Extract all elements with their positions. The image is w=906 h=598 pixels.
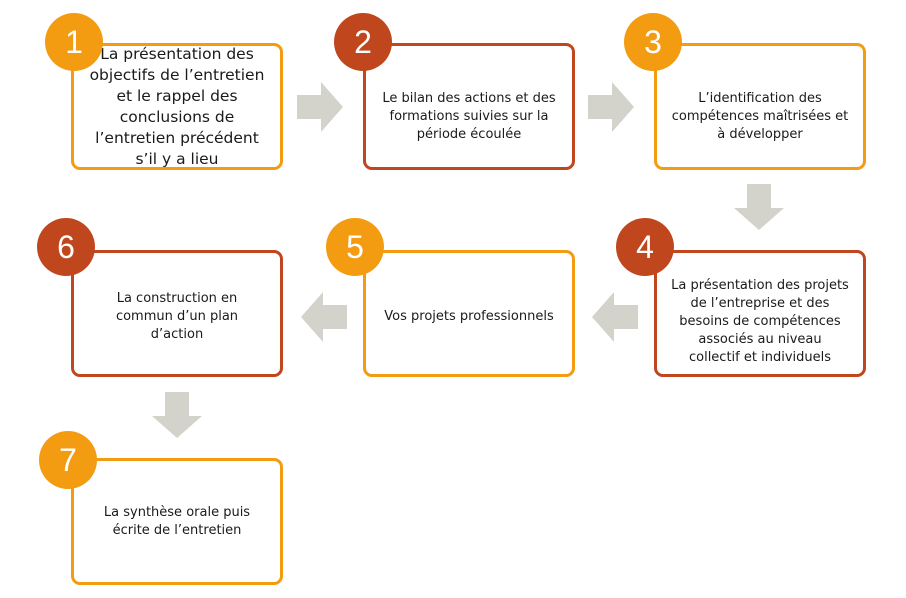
step-text-3: L’identification des compétences maîtris… bbox=[671, 90, 849, 142]
step-text-6: La construction en commun d’un plan d’ac… bbox=[115, 290, 239, 342]
step-box-6: La construction en commun d’un plan d’ac… bbox=[71, 250, 283, 377]
step-number-7: 7 bbox=[39, 431, 97, 489]
left-arrow-icon bbox=[301, 292, 347, 342]
down-arrow-icon bbox=[152, 392, 202, 438]
step-number-2: 2 bbox=[334, 13, 392, 71]
right-arrow-icon bbox=[297, 82, 343, 132]
down-arrow-icon bbox=[734, 184, 784, 230]
step-box-1: La présentation des objectifs de l’entre… bbox=[71, 43, 283, 170]
step-number-3: 3 bbox=[624, 13, 682, 71]
step-text-4: La présentation des projets de l’entrepr… bbox=[671, 277, 849, 365]
step-number-4: 4 bbox=[616, 218, 674, 276]
step-number-6: 6 bbox=[37, 218, 95, 276]
step-number-1: 1 bbox=[45, 13, 103, 71]
step-box-4: La présentation des projets de l’entrepr… bbox=[654, 250, 866, 377]
step-box-7: La synthèse orale puis écrite de l’entre… bbox=[71, 458, 283, 585]
step-text-5: Vos projets professionnels bbox=[384, 308, 554, 324]
left-arrow-icon bbox=[592, 292, 638, 342]
step-text-1: La présentation des objectifs de l’entre… bbox=[89, 44, 265, 168]
step-box-5: Vos projets professionnels bbox=[363, 250, 575, 377]
step-box-2: Le bilan des actions et des formations s… bbox=[363, 43, 575, 170]
step-box-3: L’identification des compétences maîtris… bbox=[654, 43, 866, 170]
step-number-5: 5 bbox=[326, 218, 384, 276]
right-arrow-icon bbox=[588, 82, 634, 132]
step-text-7: La synthèse orale puis écrite de l’entre… bbox=[103, 504, 251, 538]
step-text-2: Le bilan des actions et des formations s… bbox=[382, 90, 556, 142]
